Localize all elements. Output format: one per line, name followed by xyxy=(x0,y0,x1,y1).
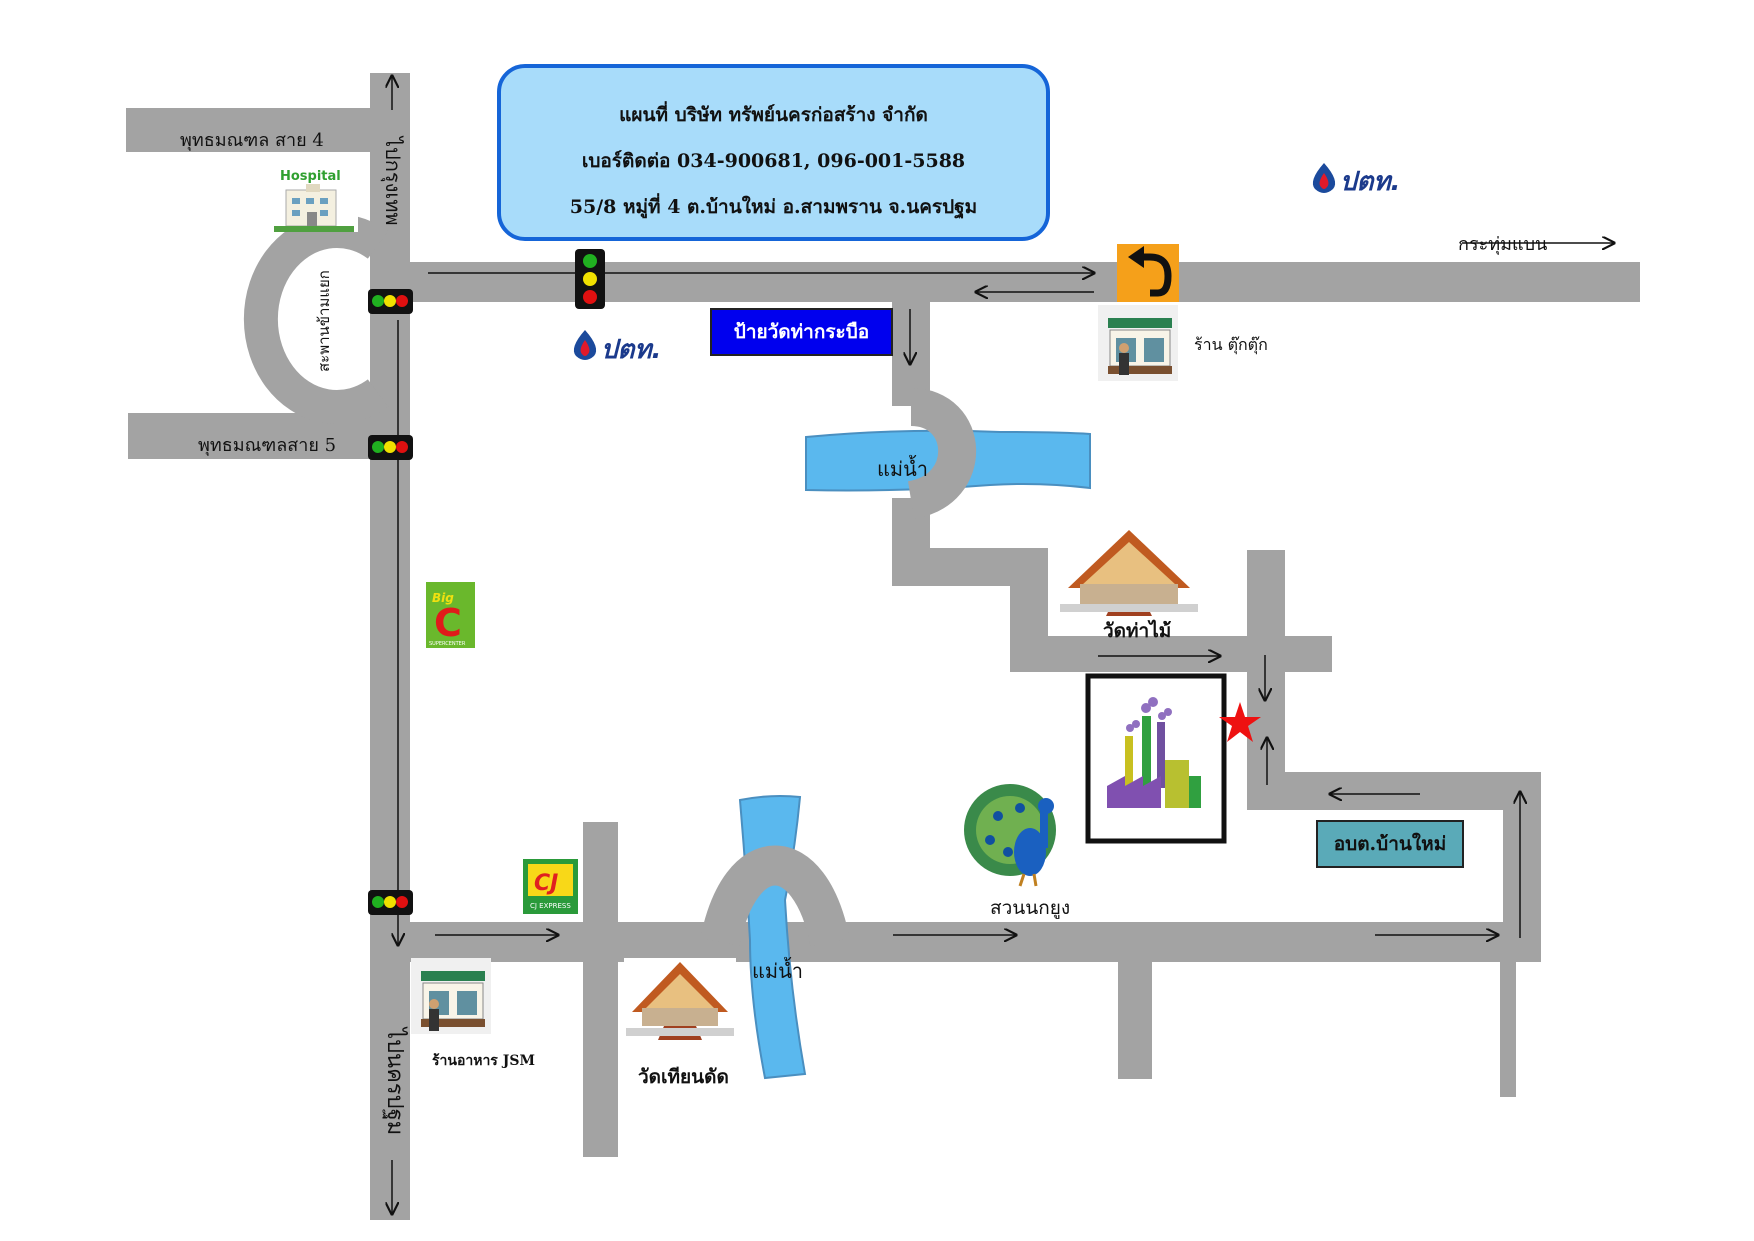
ptt-logo-text: ปตท. xyxy=(601,335,661,365)
hospital-icon: Hospital xyxy=(274,166,358,232)
road-down-from-main xyxy=(892,296,930,406)
shop-icon xyxy=(411,958,491,1034)
u-turn-icon xyxy=(1117,244,1179,302)
label-to-nakhonpathom: ไปนครปฐม xyxy=(382,1028,407,1136)
label-wat-tha-mai: วัดท่าไม้ xyxy=(1103,620,1172,642)
bigc-logo-letter: C xyxy=(434,601,462,645)
label-peacock-garden: สวนนกยูง xyxy=(990,897,1071,919)
label-to-bangkok: ไปกรุงเทพ xyxy=(381,137,405,226)
label-overpass: สะพานข้ามแยก xyxy=(315,270,333,372)
company-address: 55/8 หมู่ที่ 4 ต.บ้านใหม่ อ.สามพราน จ.นค… xyxy=(569,196,978,218)
label-phuttha-5: พุทธมณฑลสาย 5 xyxy=(198,435,337,456)
company-title: แผนที่ บริษัท ทรัพย์นครก่อสร้าง จำกัด xyxy=(619,104,928,126)
bridge-bottom xyxy=(700,845,850,947)
ptt-logo-icon: ปตท. xyxy=(1312,163,1400,197)
label-phuttha-4: พุทธมณฑล สาย 4 xyxy=(180,130,324,151)
label-restaurant-jsm: ร้านอาหาร JSM xyxy=(432,1053,535,1069)
bigc-logo-top: Big xyxy=(432,591,454,605)
company-phone: เบอร์ติดต่อ 034-900681, 096-001-5588 xyxy=(581,150,966,172)
road-factory xyxy=(1247,550,1285,810)
label-wat-thian-dat: วัดเทียนดัด xyxy=(638,1066,729,1088)
label-shop-tukkuk: ร้าน ตุ๊กตุ๊ก xyxy=(1194,335,1268,354)
company-info-box: แผนที่ บริษัท ทรัพย์นครก่อสร้าง จำกัด เบ… xyxy=(497,64,1050,241)
road-phuttha-4 xyxy=(126,108,376,152)
bridge-top xyxy=(906,388,977,519)
label-river-bottom: แม่น้ำ xyxy=(752,959,803,983)
sign-wat-tha-krabue: ป้ายวัดท่ากระบือ xyxy=(710,308,893,356)
bigc-logo-sub: SUPERCENTER xyxy=(429,641,466,647)
traffic-light-icon xyxy=(368,890,413,915)
roads xyxy=(126,73,1640,1220)
peacock-icon xyxy=(964,784,1056,887)
factory-icon xyxy=(1085,673,1227,844)
traffic-light-icon xyxy=(368,289,413,314)
star-icon xyxy=(1219,702,1261,742)
temple-icon xyxy=(624,958,736,1042)
direction-arrows xyxy=(392,76,1614,1214)
shop-icon xyxy=(1098,305,1178,381)
road-side-2 xyxy=(1500,955,1516,1097)
road-wat-thiandat xyxy=(583,822,618,1157)
ptt-logo-text: ปตท. xyxy=(1340,167,1400,197)
traffic-light-icon xyxy=(575,249,605,309)
cj-logo-text: CJ xyxy=(534,871,558,896)
cj-logo-icon: CJ CJ EXPRESS xyxy=(523,859,578,914)
sign-obt-ban-mai: อบต.บ้านใหม่ xyxy=(1316,820,1464,868)
road-bottom xyxy=(390,922,1541,962)
label-river-top: แม่น้ำ xyxy=(877,457,928,481)
road-side-1 xyxy=(1118,955,1152,1079)
traffic-light-icon xyxy=(368,435,413,460)
hospital-logo-text: Hospital xyxy=(280,169,341,184)
ptt-logo-icon: ปตท. xyxy=(573,330,661,365)
temple-icon xyxy=(1052,524,1206,616)
bigc-logo-icon: Big C SUPERCENTER xyxy=(426,582,475,648)
label-to-krathumbaen: กระทุ่มแบน xyxy=(1458,234,1548,255)
cj-logo-sub: CJ EXPRESS xyxy=(530,902,571,910)
road-obt xyxy=(1247,772,1541,810)
road-wat-thamai xyxy=(1010,636,1332,672)
